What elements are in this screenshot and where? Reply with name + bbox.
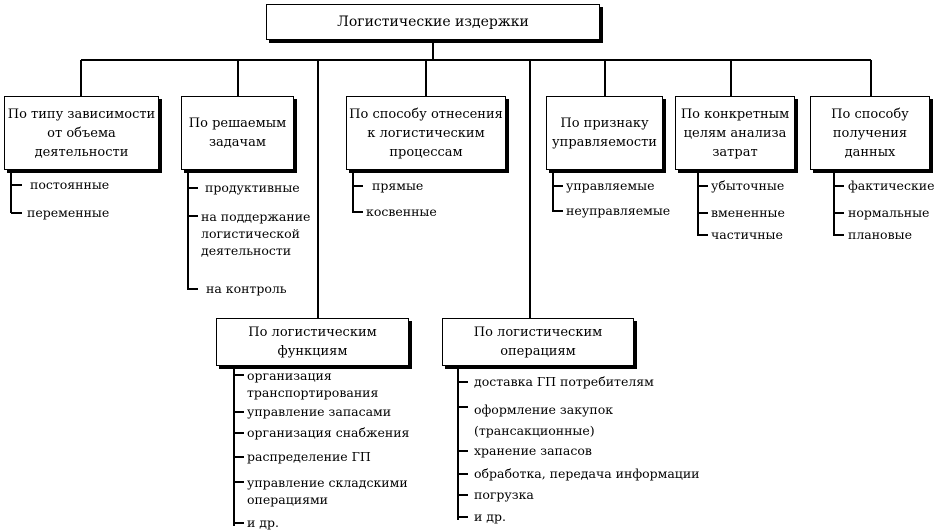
category-box-functions: По логистическим функциям [216, 318, 409, 366]
list-item: неуправляемые [566, 203, 671, 218]
list-item: управление запасами [247, 404, 392, 419]
category-title: По способу отнесения к логистическим про… [349, 106, 503, 160]
list-item: и др. [247, 515, 279, 530]
list-item: постоянные [30, 177, 110, 192]
list-item: погрузка [474, 487, 534, 502]
list-item: продуктивные [205, 180, 300, 195]
list-item: переменные [27, 205, 110, 220]
list-item: управление складскими операциями [247, 475, 408, 507]
category-box-data-source: По способу получения данных [810, 96, 930, 170]
list-item: доставка ГП потребителям [474, 374, 654, 389]
category-title: По способу получения данных [831, 106, 909, 160]
category-box-tasks: По решаемым задачам [181, 96, 294, 170]
list-item: вмененные [711, 205, 785, 220]
category-title: По признаку управляемости [552, 116, 657, 150]
list-item: организация транспортирования [247, 368, 379, 400]
list-item: управляемые [566, 178, 655, 193]
list-item: хранение запасов [474, 443, 592, 458]
list-item: обработка, передача информации [474, 466, 700, 481]
category-title: По решаемым задачам [188, 116, 287, 150]
list-item: косвенные [366, 204, 437, 219]
category-box-process-attribution: По способу отнесения к логистическим про… [346, 96, 506, 170]
list-item: распределение ГП [247, 449, 371, 464]
category-title: По конкретным целям анализа затрат [680, 106, 790, 160]
list-item: на поддержание логистической деятельност… [201, 209, 311, 258]
category-box-analysis-goals: По конкретным целям анализа затрат [675, 96, 795, 170]
category-box-operations: По логистическим операциям [442, 318, 634, 366]
list-item: фактические [848, 178, 935, 193]
category-title: По типу зависимости от объема деятельнос… [7, 106, 156, 160]
root-title: Логистические издержки [337, 13, 529, 30]
list-item: оформление закупок (трансакционные) [474, 402, 614, 438]
category-title: По логистическим функциям [248, 325, 377, 359]
list-item: частичные [711, 227, 783, 242]
list-item: на контроль [206, 281, 287, 296]
root-box: Логистические издержки [266, 4, 600, 40]
list-item: нормальные [848, 205, 930, 220]
list-item: организация снабжения [247, 425, 410, 440]
list-item: прямые [372, 178, 424, 193]
category-box-volume-dependency: По типу зависимости от объема деятельнос… [4, 96, 159, 170]
category-title: По логистическим операциям [473, 325, 603, 359]
list-item: плановые [848, 227, 912, 242]
category-box-controllability: По признаку управляемости [546, 96, 663, 170]
list-item: убыточные [711, 178, 785, 193]
list-item: и др. [474, 509, 506, 524]
